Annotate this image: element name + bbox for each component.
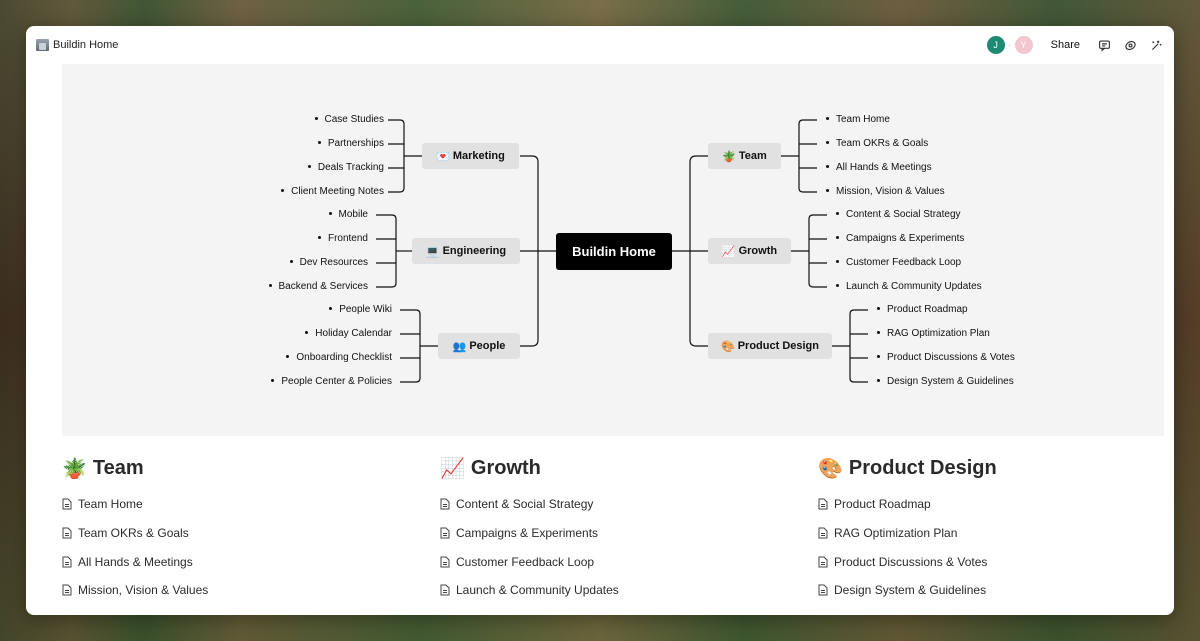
branch-team[interactable]: 🪴 Team: [708, 143, 781, 169]
avatar[interactable]: J: [986, 36, 1005, 54]
section-team: 🪴Team Team Home Team OKRs & Goals All Ha…: [62, 454, 422, 605]
page-link[interactable]: All Hands & Meetings: [62, 547, 422, 576]
section-heading: 🪴Team: [62, 456, 144, 480]
share-button[interactable]: Share: [1050, 39, 1080, 51]
mind-map-leaf[interactable]: Design System & Guidelines: [877, 375, 1014, 389]
mind-map-leaf[interactable]: Mission, Vision & Values: [826, 185, 945, 199]
branch-label: Product Design: [737, 340, 819, 352]
page-icon: [36, 39, 49, 51]
section-growth: 📈Growth Content & Social Strategy Campai…: [440, 454, 800, 605]
palette-icon: 🎨: [818, 456, 843, 480]
page-link[interactable]: Product Discussions & Votes: [818, 547, 1174, 576]
envelope-icon: 💌: [436, 149, 450, 163]
avatar-separator: ·: [1007, 39, 1012, 51]
branch-label: People: [469, 340, 506, 352]
document-icon: [818, 498, 828, 510]
ai-sparkle-icon[interactable]: [1148, 37, 1164, 53]
collaborator-avatars: J · Y: [986, 36, 1033, 54]
document-icon: [440, 584, 450, 596]
mind-map: Buildin Home 💌 Marketing 💻 Engineering 👥…: [62, 64, 1164, 436]
page-link-list: Product Roadmap RAG Optimization Plan Pr…: [818, 490, 1174, 605]
branch-label: Team: [738, 150, 767, 162]
document-icon: [62, 498, 72, 510]
top-bar-actions: J · Y Share: [986, 26, 1164, 64]
mind-map-leaf[interactable]: People Wiki: [329, 303, 392, 317]
mind-map-leaf[interactable]: Deals Tracking: [307, 161, 384, 175]
mind-map-leaf[interactable]: All Hands & Meetings: [826, 161, 932, 175]
page-link-list: Team Home Team OKRs & Goals All Hands & …: [62, 490, 422, 605]
document-icon: [440, 556, 450, 568]
plant-icon: 🪴: [62, 456, 87, 480]
chart-up-icon: 📈: [721, 244, 736, 258]
app-window: Buildin Home J · Y Share: [26, 26, 1174, 615]
branch-engineering[interactable]: 💻 Engineering: [412, 238, 520, 264]
palette-icon: 🎨: [721, 339, 735, 353]
mind-map-leaf[interactable]: RAG Optimization Plan: [877, 327, 990, 341]
laptop-icon: 💻: [425, 244, 440, 258]
branch-label: Marketing: [452, 150, 505, 162]
mind-map-leaf[interactable]: Mobile: [328, 208, 368, 222]
sync-icon[interactable]: [1122, 37, 1138, 53]
page-title: Buildin Home: [53, 39, 119, 51]
mind-map-leaf[interactable]: Campaigns & Experiments: [836, 232, 964, 246]
branch-product-design[interactable]: 🎨 Product Design: [708, 333, 832, 359]
page-link[interactable]: Team OKRs & Goals: [62, 519, 422, 548]
page-link[interactable]: RAG Optimization Plan: [818, 519, 1174, 548]
page-link[interactable]: Design System & Guidelines: [818, 576, 1174, 605]
document-icon: [818, 556, 828, 568]
mind-map-leaf[interactable]: Launch & Community Updates: [836, 280, 982, 294]
page-link[interactable]: Content & Social Strategy: [440, 490, 800, 519]
page-link[interactable]: Mission, Vision & Values: [62, 576, 422, 605]
mind-map-leaf[interactable]: Product Discussions & Votes: [877, 351, 1015, 365]
branch-growth[interactable]: 📈 Growth: [708, 238, 791, 264]
avatar[interactable]: Y: [1014, 36, 1033, 54]
page-link[interactable]: Campaigns & Experiments: [440, 519, 800, 548]
section-product-design: 🎨Product Design Product Roadmap RAG Opti…: [818, 454, 1174, 605]
branch-label: Engineering: [442, 245, 507, 257]
document-icon: [62, 556, 72, 568]
page-link-list: Content & Social Strategy Campaigns & Ex…: [440, 490, 800, 605]
document-icon: [440, 527, 450, 539]
top-bar: Buildin Home J · Y Share: [26, 26, 1174, 64]
mind-map-leaf[interactable]: Team OKRs & Goals: [826, 137, 928, 151]
mind-map-leaf[interactable]: Dev Resources: [289, 256, 368, 270]
mind-map-leaf[interactable]: People Center & Policies: [271, 375, 392, 389]
mind-map-root-node[interactable]: Buildin Home: [556, 233, 672, 270]
mind-map-leaf[interactable]: Holiday Calendar: [305, 327, 392, 341]
document-icon: [818, 527, 828, 539]
page-link[interactable]: Customer Feedback Loop: [440, 547, 800, 576]
page-link[interactable]: Product Roadmap: [818, 490, 1174, 519]
mind-map-leaf[interactable]: Backend & Services: [268, 280, 368, 294]
section-heading: 🎨Product Design: [818, 456, 997, 480]
mind-map-leaf[interactable]: Frontend: [317, 232, 368, 246]
mind-map-leaf[interactable]: Case Studies: [314, 113, 384, 127]
mind-map-leaf[interactable]: Partnerships: [317, 137, 384, 151]
chart-up-icon: 📈: [440, 456, 465, 480]
section-columns: 🪴Team Team Home Team OKRs & Goals All Ha…: [62, 454, 1162, 614]
document-icon: [62, 527, 72, 539]
branch-people[interactable]: 👥 People: [438, 333, 520, 359]
section-heading: 📈Growth: [440, 456, 541, 480]
page-link[interactable]: Team Home: [62, 490, 422, 519]
mind-map-leaf[interactable]: Team Home: [826, 113, 890, 127]
page-link[interactable]: Launch & Community Updates: [440, 576, 800, 605]
branch-label: Growth: [738, 245, 778, 257]
mind-map-leaf[interactable]: Onboarding Checklist: [286, 351, 392, 365]
mind-map-leaf[interactable]: Client Meeting Notes: [281, 185, 384, 199]
comment-icon[interactable]: [1096, 37, 1112, 53]
branch-marketing[interactable]: 💌 Marketing: [422, 143, 519, 169]
document-icon: [818, 584, 828, 596]
document-icon: [62, 584, 72, 596]
people-icon: 👥: [452, 339, 467, 353]
document-icon: [440, 498, 450, 510]
mind-map-connectors: [376, 119, 868, 383]
mind-map-leaf[interactable]: Content & Social Strategy: [836, 208, 961, 222]
mind-map-leaf[interactable]: Product Roadmap: [877, 303, 968, 317]
mind-map-leaf[interactable]: Customer Feedback Loop: [836, 256, 961, 270]
plant-icon: 🪴: [722, 149, 736, 163]
